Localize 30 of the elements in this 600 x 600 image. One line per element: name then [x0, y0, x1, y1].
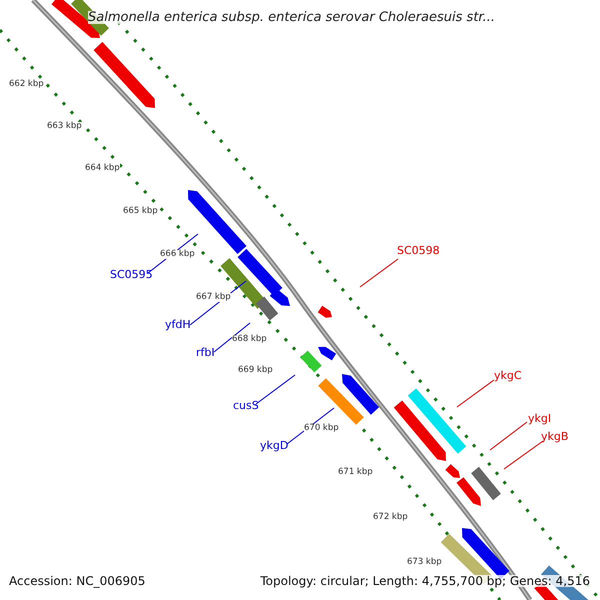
gene-label: SC0595 [110, 269, 153, 280]
scale-label: 671 kbp [338, 468, 373, 476]
scale-label: 663 kbp [47, 122, 82, 130]
leader-line [456, 380, 494, 408]
leader-line [504, 440, 544, 470]
gene-label: cusS [233, 400, 259, 411]
leader-line [360, 258, 398, 288]
scale-label: 666 kbp [160, 250, 195, 258]
scale-label: 672 kbp [373, 513, 408, 522]
map-title: Salmonella enterica subsp. enterica serovar Choleraesuis str... [88, 11, 495, 24]
leader-line [256, 374, 296, 404]
leader-line [490, 422, 528, 450]
gene-label: ykgD [260, 440, 288, 451]
scale-label: 664 kbp [85, 164, 120, 172]
leader-line [214, 322, 250, 352]
gene-label: ykgB [541, 431, 568, 442]
info-text: Topology: circular; Length: 4,755,700 bp; Genes: 4,516 [260, 575, 590, 587]
scale-label: 670 kbp [304, 424, 339, 432]
scale-label: 662 kbp [9, 80, 44, 88]
scale-label: 667 kbp [196, 293, 231, 302]
scale-label: 665 kbp [123, 207, 158, 216]
gene-label: yfdH [165, 319, 191, 330]
gene-label: ykgC [494, 370, 522, 381]
info-text: Accession: NC_006905 [9, 575, 146, 587]
gene-label: SC0598 [397, 245, 440, 256]
scale-label: 673 kbp [407, 558, 442, 566]
scale-label: 669 kbp [238, 366, 273, 374]
gene-label: ykgI [528, 413, 552, 424]
scale-label: 668 kbp [232, 335, 267, 344]
gene-label: rfbI [196, 347, 215, 358]
